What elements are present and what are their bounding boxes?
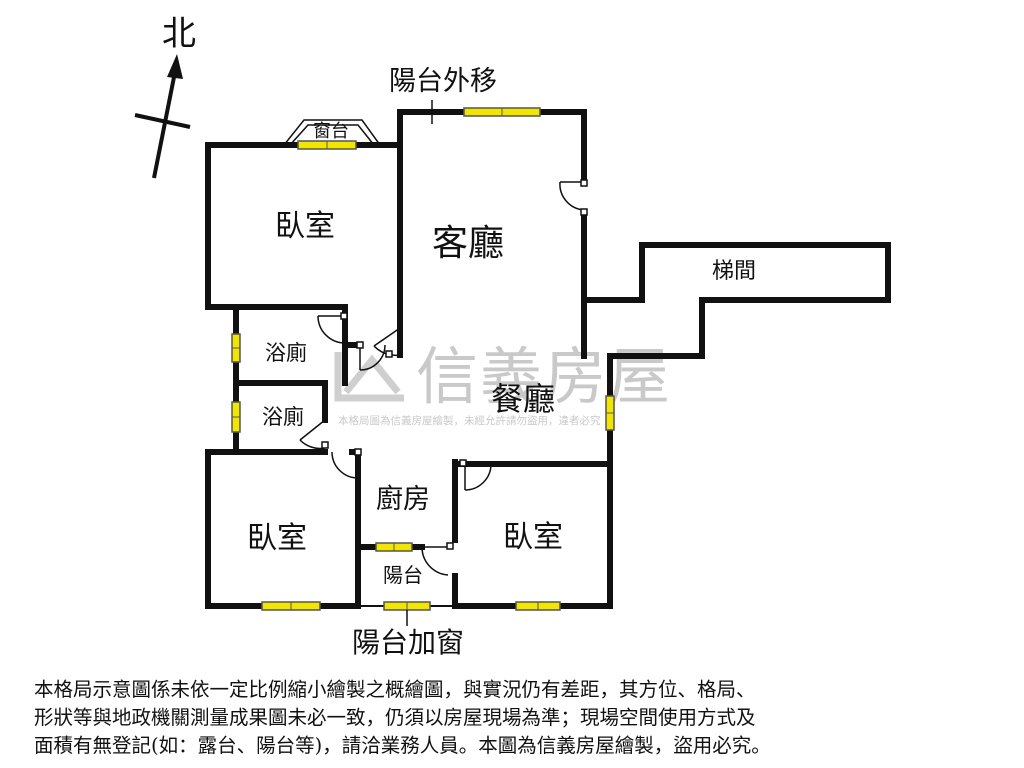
window-dining-right: [605, 395, 615, 431]
window-bath-1: [231, 333, 241, 363]
doors: [299, 179, 588, 576]
window-bath-2: [231, 401, 241, 433]
windows: [231, 107, 615, 611]
room-bath-1: 浴廁: [265, 341, 307, 365]
disclaimer-line-3: 面積有無登記(如：露台、陽台等)，請洽業務人員。本圖為信義房屋繪製，盜用必究。: [34, 734, 771, 757]
north-label: 北: [162, 14, 196, 54]
window-bedroom-top: [297, 140, 357, 150]
room-kitchen: 廚房: [376, 484, 430, 515]
door-bedroom-bl: [331, 448, 362, 479]
room-living: 客廳: [432, 223, 504, 264]
door-bedroom-br: [459, 459, 492, 491]
room-balcony: 陽台: [383, 563, 423, 587]
disclaimer-line-1: 本格局示意圖係未依一定比例縮小繪製之概繪圖，與實況仍有差距，其方位、格局、: [34, 678, 756, 701]
door-bath-1: [356, 341, 386, 371]
annotation-balcony-moved: 陽台外移: [389, 66, 497, 97]
annotation-bay-window: 窗台: [313, 121, 349, 142]
room-bedroom-br: 臥室: [503, 520, 563, 555]
room-stairwell: 梯間: [712, 259, 756, 284]
door-living-side: [373, 327, 401, 358]
north-arrow-icon: [134, 54, 191, 179]
door-bath-2: [299, 419, 329, 450]
door-bedroom-top: [317, 312, 348, 344]
annotations: 窗台 陽台外移 陽台加窗: [313, 66, 497, 659]
annotation-balcony-window: 陽台加窗: [352, 626, 464, 659]
room-bedroom-bl: 臥室: [247, 521, 307, 556]
room-bath-2: 浴廁: [262, 405, 304, 429]
window-balcony-bottom: [383, 601, 431, 611]
watermark-brand: 信義房屋: [416, 340, 672, 413]
window-living-top: [463, 107, 541, 117]
watermark: 信義房屋 本格局圖為信義房屋繪製，未經允許請勿盜用，違者必究: [334, 340, 672, 427]
door-balcony: [421, 542, 454, 576]
room-labels: 臥室 客廳 梯間 浴廁 浴廁 餐廳 廚房 臥室 臥室 陽台: [247, 209, 756, 587]
room-bedroom-top: 臥室: [275, 209, 335, 244]
watermark-notice: 本格局圖為信義房屋繪製，未經允許請勿盜用，違者必究: [338, 414, 601, 427]
door-living-entry: [559, 179, 588, 216]
room-dining: 餐廳: [491, 380, 555, 418]
disclaimer-line-2: 形狀等與地政機關測量成果圖未必一致，仍須以房屋現場為準；現場空間使用方式及: [34, 706, 756, 729]
sinyi-logo-icon: [334, 352, 404, 402]
walls: [205, 109, 891, 609]
window-bedroom-bl: [261, 601, 321, 611]
bay-window-outline: [283, 119, 381, 146]
wall-stair: [581, 242, 891, 359]
compass: 北: [134, 14, 196, 179]
window-bedroom-br: [515, 601, 561, 611]
disclaimer: 本格局示意圖係未依一定比例縮小繪製之概繪圖，與實況仍有差距，其方位、格局、 形狀…: [34, 676, 994, 760]
window-balcony-kitchen: [375, 542, 413, 552]
